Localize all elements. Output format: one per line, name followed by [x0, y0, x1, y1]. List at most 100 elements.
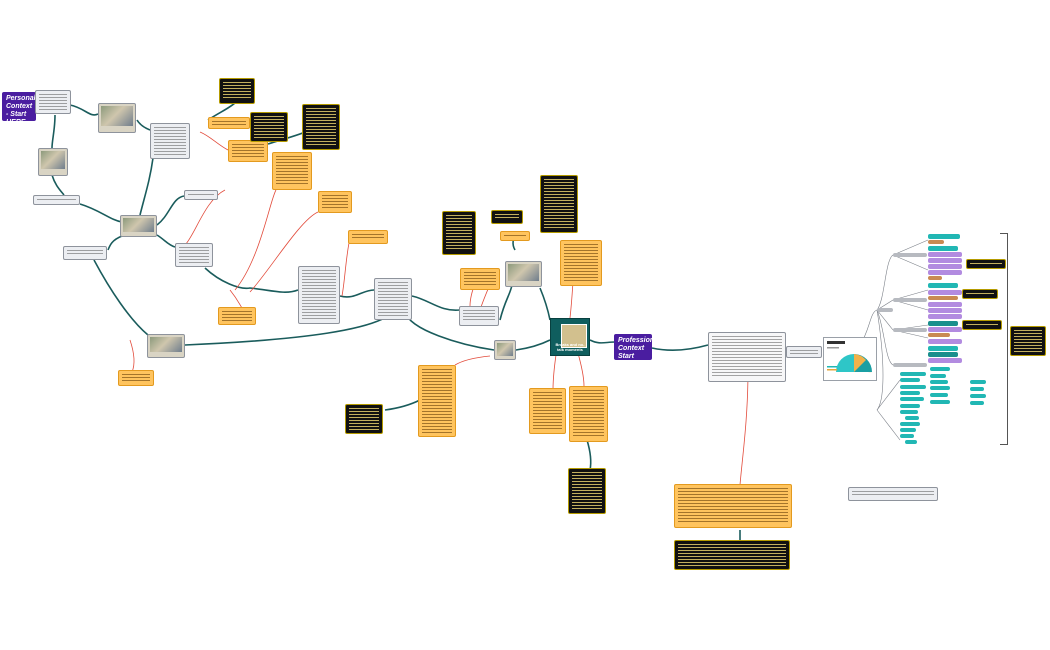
note-card[interactable] [184, 190, 218, 200]
note-card[interactable] [63, 246, 107, 260]
mindmap-node[interactable] [928, 339, 962, 344]
personal-context-title[interactable]: Personal Context - Start HERE [2, 92, 36, 126]
mindmap-node[interactable] [970, 380, 986, 384]
reflection-card[interactable] [674, 484, 792, 528]
reflection-card[interactable] [348, 230, 388, 244]
learning-card[interactable] [219, 78, 255, 104]
reflection-card[interactable] [228, 140, 268, 162]
mindmap-node[interactable] [930, 400, 950, 404]
mindmap-node[interactable] [928, 352, 958, 357]
photo-thumbnail[interactable] [494, 340, 516, 360]
mindmap-node[interactable] [900, 434, 914, 438]
note-card[interactable] [35, 90, 71, 114]
connector [515, 339, 551, 351]
reflection-card[interactable] [500, 231, 530, 241]
mindmap-node[interactable] [928, 333, 950, 337]
mindmap-node[interactable] [928, 276, 942, 280]
reflection-card[interactable] [208, 117, 250, 129]
mindmap-node[interactable] [905, 416, 919, 420]
mindmap-node[interactable] [928, 283, 958, 288]
reflection-card[interactable] [318, 191, 352, 213]
learning-card[interactable] [491, 210, 523, 224]
reflection-card[interactable] [218, 307, 256, 325]
note-card[interactable] [459, 306, 499, 326]
mindmap-node[interactable] [928, 290, 962, 295]
mindmap-node[interactable] [893, 328, 927, 332]
mindmap-node[interactable] [928, 308, 962, 313]
learning-card[interactable] [250, 112, 288, 142]
mindmap-node[interactable] [900, 385, 926, 389]
mindmap-node[interactable] [900, 404, 920, 408]
photo-thumbnail[interactable] [98, 103, 136, 133]
mindmap-node[interactable] [930, 386, 950, 390]
photo-thumbnail[interactable] [505, 261, 542, 287]
learning-card[interactable] [962, 289, 998, 299]
mindmap-node[interactable] [928, 302, 962, 307]
mindmap-node[interactable] [893, 253, 927, 257]
mindmap-node[interactable] [928, 321, 958, 326]
note-card[interactable] [298, 266, 340, 324]
mindmap-node[interactable] [930, 374, 946, 378]
mindmap-node[interactable] [900, 391, 920, 395]
mindmap-node[interactable] [928, 246, 958, 251]
learning-card[interactable] [540, 175, 578, 233]
connector [204, 267, 299, 293]
mindmap-node[interactable] [970, 387, 984, 391]
mindmap-node[interactable] [970, 401, 984, 405]
note-card[interactable] [175, 243, 213, 267]
mindmap-node[interactable] [877, 308, 893, 312]
mindmap-node[interactable] [928, 314, 962, 319]
mindmap-node[interactable] [928, 252, 962, 257]
mindmap-node[interactable] [900, 378, 920, 382]
mindmap-node[interactable] [928, 327, 962, 332]
note-card[interactable] [786, 346, 822, 358]
learning-card[interactable] [674, 540, 790, 570]
reflection-card[interactable] [118, 370, 154, 386]
reflection-card[interactable] [418, 365, 456, 437]
mindmap-node[interactable] [930, 380, 948, 384]
reflection-card[interactable] [569, 386, 608, 442]
mindmap-node[interactable] [928, 358, 962, 363]
mindmap-node[interactable] [900, 410, 918, 414]
profile-card[interactable] [708, 332, 786, 382]
mindmap-node[interactable] [900, 397, 924, 401]
mindmap-node[interactable] [928, 258, 962, 263]
mindmap-node[interactable] [900, 428, 916, 432]
learning-card[interactable] [302, 104, 340, 150]
mindmap-node[interactable] [928, 240, 944, 244]
learning-card[interactable] [345, 404, 383, 434]
mindmap-node[interactable] [930, 367, 950, 371]
reflection-card[interactable] [529, 388, 566, 434]
reflection-card[interactable] [460, 268, 500, 290]
mindmap-node[interactable] [893, 298, 927, 302]
hub-node[interactable]: Breaks and no-talk moments [550, 318, 590, 356]
learning-card[interactable] [962, 320, 1002, 330]
mindmap-node[interactable] [905, 440, 917, 444]
photo-thumbnail[interactable] [120, 215, 157, 237]
mindmap-node[interactable] [970, 394, 986, 398]
mindmap-node[interactable] [928, 234, 960, 239]
learning-card[interactable] [966, 259, 1006, 269]
reflection-card[interactable] [560, 240, 602, 286]
learning-card[interactable] [568, 468, 606, 514]
pie-chart-thumbnail[interactable] [823, 337, 877, 381]
photo-thumbnail[interactable] [38, 148, 68, 176]
mindmap-node[interactable] [928, 264, 962, 269]
reflection-card[interactable] [272, 152, 312, 190]
note-card[interactable] [374, 278, 412, 320]
mindmap-node[interactable] [900, 422, 920, 426]
mindmap-node[interactable] [900, 372, 926, 376]
professional-context-title[interactable]: Professional Context Start Here [614, 334, 660, 368]
learning-card[interactable] [1010, 326, 1046, 356]
mindmap-node[interactable] [928, 270, 962, 275]
mindmap-node[interactable] [893, 363, 927, 367]
note-card[interactable] [150, 123, 190, 159]
mindmap-node[interactable] [928, 346, 958, 351]
photo-thumbnail[interactable] [147, 334, 185, 358]
note-card[interactable] [848, 487, 938, 501]
mindmap-node[interactable] [930, 393, 948, 397]
mindmap-node[interactable] [928, 296, 958, 300]
learning-card[interactable] [442, 211, 476, 255]
note-card[interactable] [33, 195, 80, 205]
